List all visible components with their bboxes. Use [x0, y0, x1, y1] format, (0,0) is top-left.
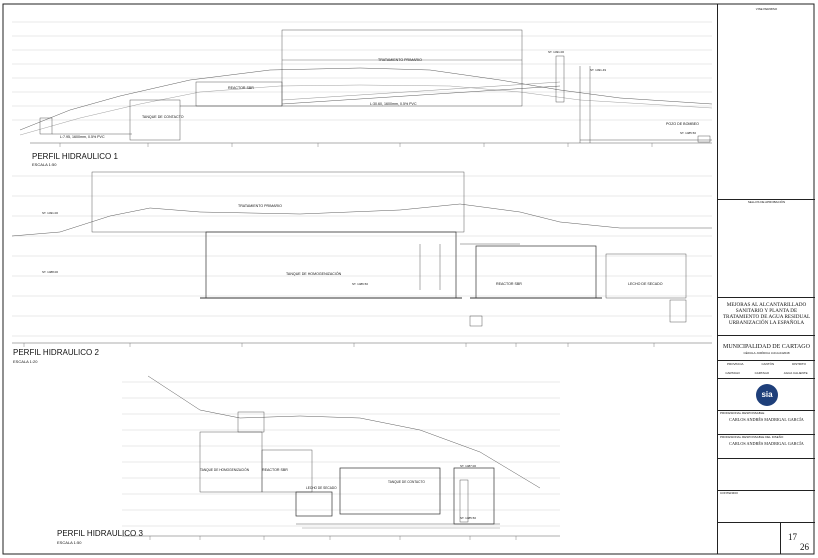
title-block-top: VISE PERMISO	[755, 7, 778, 11]
responsible-name: CARLOS ANDRÉS MADRIGAL GARCÍA	[729, 417, 804, 422]
p2-reactor-label: REACTOR SBR	[496, 282, 522, 286]
profile-2-scale: ESCALA 1:20	[13, 359, 38, 364]
p1-level-a: ST. 1491.00	[548, 50, 565, 54]
location-values: CARTAGO CARTAGO AGUA CALIENTE	[718, 371, 815, 375]
client-id: CÉDULA JURÍDICA 3-014-042048	[743, 351, 790, 355]
responsible-label: PROFESIONAL RESPONSABLE	[720, 411, 765, 415]
p1-reactor-label: REACTOR SBR	[228, 86, 254, 90]
p3-tanque-label: TANQUE DE CONTACTO	[388, 480, 425, 484]
location-headers: PROVINCIA CANTÓN DISTRITO	[718, 362, 815, 366]
p1-pipe1-label: L:7.95, 1600mm, 0.5% PVC	[60, 135, 105, 139]
p1-tratamiento-label: TRATAMIENTO PRIMARIO	[378, 58, 422, 62]
p2-level-c: ST. 1486.50	[352, 282, 369, 286]
sheet-total: 26	[800, 542, 809, 552]
designer-label: PROFESIONAL RESPONSABLE DEL DISEÑO	[720, 435, 784, 439]
project-title: MEJORAS AL ALCANTARILLADO SANITARIO Y PL…	[722, 302, 811, 326]
p2-level-b: ST. 1488.00	[42, 270, 59, 274]
contents-label: CONTENIDO	[720, 491, 738, 495]
p3-reactor-label: REACTOR SBR	[262, 468, 288, 472]
profile-3-drawing	[122, 375, 560, 540]
approval-stamps: SELLOS DE APROBACIÓN	[747, 200, 786, 204]
sia-logo: sia	[756, 384, 778, 406]
profile-3-title: PERFIL HIDRAULICO 3	[57, 529, 143, 538]
p1-level-c: ST. 1485.50	[680, 131, 697, 135]
profile-2-drawing	[11, 171, 712, 347]
sheet-number: 17	[788, 532, 797, 542]
p2-lecho-label: LECHO DE SECADO	[628, 282, 663, 286]
p2-level-a: ST. 1491.00	[42, 211, 59, 215]
p3-level-a: ST. 1487.00	[460, 464, 477, 468]
p1-tanque-label: TANQUE DE CONTACTO	[142, 115, 184, 119]
profile-1-drawing	[12, 21, 713, 147]
designer-name: CARLOS ANDRÉS MADRIGAL GARCÍA	[729, 441, 804, 446]
profile-1-scale: ESCALA 1:50	[32, 162, 57, 167]
hdr-distrito: DISTRITO	[792, 362, 807, 366]
client-name: MUNICIPALIDAD DE CARTAGO	[723, 344, 810, 350]
p3-level-b: ST. 1485.50	[460, 516, 477, 520]
p2-tratamiento-label: TRATAMIENTO PRIMARIO	[238, 204, 282, 208]
hdr-provincia: PROVINCIA	[726, 362, 744, 366]
val-canton: CARTAGO	[754, 371, 770, 375]
p1-level-b: ST. 1491.49	[590, 68, 607, 72]
p1-pipe2-label: L:30.60, 1600mm, 0.5% PVC	[370, 102, 417, 106]
val-distrito: AGUA CALIENTE	[783, 371, 808, 375]
profile-3-scale: ESCALA 1:50	[57, 540, 82, 545]
p2-tanque-label: TANQUE DE HOMOGENIZACIÓN	[286, 272, 342, 276]
p3-lecho-label: LECHO DE SECADO	[306, 486, 337, 490]
profile-1-title: PERFIL HIDRAULICO 1	[32, 152, 118, 161]
val-provincia: CARTAGO	[725, 371, 740, 375]
hdr-canton: CANTÓN	[761, 362, 775, 366]
p3-homog-label: TANQUE DE HOMOGENIZACIÓN	[200, 468, 249, 472]
title-block: VISE PERMISO SELLOS DE APROBACIÓN MEJORA…	[717, 4, 815, 554]
p1-pozo-label: POZO DE BOMBEO	[666, 122, 699, 126]
profile-2-title: PERFIL HIDRAULICO 2	[13, 348, 99, 357]
